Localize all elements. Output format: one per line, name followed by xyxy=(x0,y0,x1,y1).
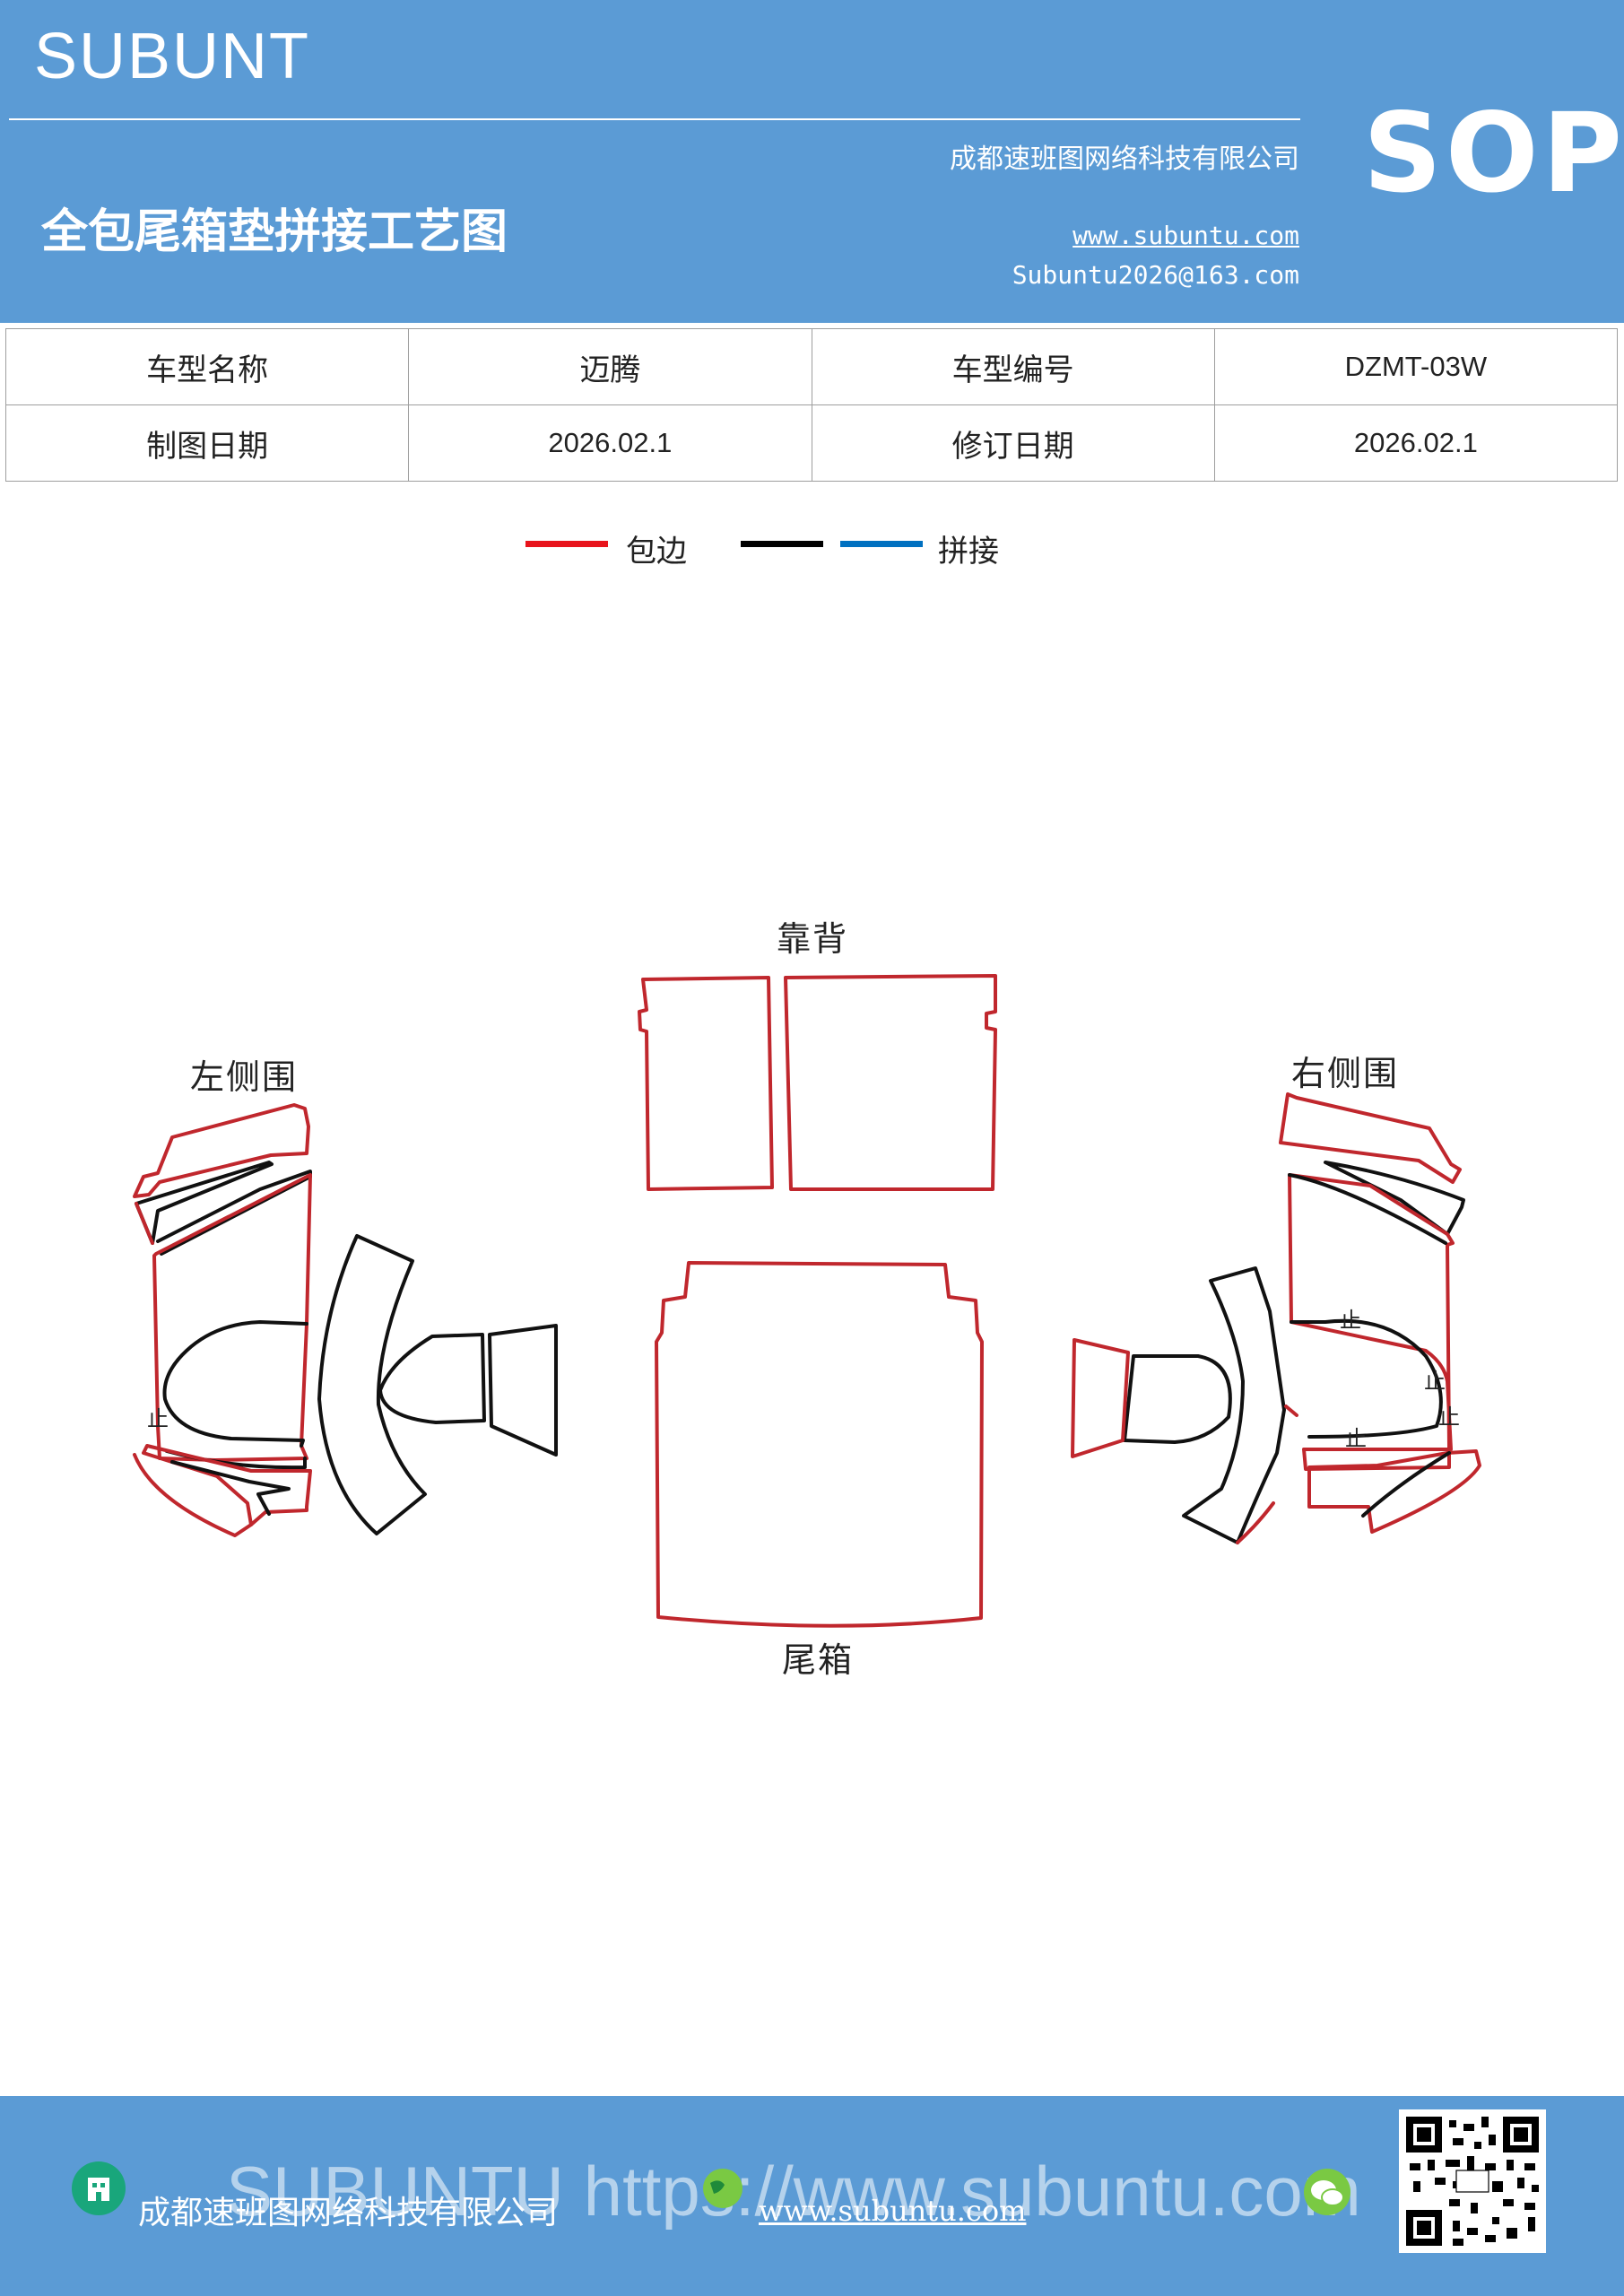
left-arch-piece xyxy=(317,1234,427,1535)
vehicle-info-table: 车型名称 迈腾 车型编号 DZMT-03W 制图日期 2026.02.1 修订日… xyxy=(4,328,1619,482)
backrest-right-piece xyxy=(784,974,997,1191)
label-draw-date: 制图日期 xyxy=(4,404,410,482)
value-model-name: 迈腾 xyxy=(408,328,812,405)
right-side-strip-piece xyxy=(1324,1161,1465,1236)
left-side-bottom-tail xyxy=(133,1453,253,1537)
left-side-bottom-piece xyxy=(142,1444,312,1526)
label-left-side: 左侧围 xyxy=(190,1057,299,1097)
table-row: 车型名称 迈腾 车型编号 DZMT-03W xyxy=(4,328,1619,405)
stop-mark-right-4: 止 xyxy=(1345,1426,1368,1451)
stop-mark-left: 止 xyxy=(147,1406,170,1431)
left-side-main-seam xyxy=(156,1170,312,1256)
label-revise-date: 修订日期 xyxy=(811,404,1215,482)
page-title: 全包尾箱垫拼接工艺图 xyxy=(41,204,508,259)
right-side-bottom-piece xyxy=(1307,1449,1481,1534)
left-side-inner-seam xyxy=(162,1320,308,1448)
header-banner: SUBUNT SOP 成都速班图网络科技有限公司 全包尾箱垫拼接工艺图 www.… xyxy=(0,0,1624,323)
value-model-code: DZMT-03W xyxy=(1213,328,1619,405)
left-arch-small-plate xyxy=(488,1324,558,1457)
right-side-top-piece xyxy=(1279,1092,1462,1184)
legend-label-edge: 包边 xyxy=(626,534,687,570)
table-row: 制图日期 2026.02.1 修订日期 2026.02.1 xyxy=(4,404,1619,482)
backrest-left-piece xyxy=(638,976,774,1191)
stop-mark-right-3: 止 xyxy=(1438,1405,1462,1430)
brand-logo-text: SUBUNT xyxy=(34,21,311,92)
value-revise-date: 2026.02.1 xyxy=(1213,404,1619,482)
left-side-strip-edge xyxy=(135,1202,154,1245)
footer-website-link[interactable]: www.subuntu.com xyxy=(759,2194,1027,2228)
footer-company-name: 成都速班图网络科技有限公司 xyxy=(138,2195,559,2231)
right-arch-edge xyxy=(1236,1405,1298,1544)
value-draw-date: 2026.02.1 xyxy=(408,404,812,482)
left-side-bottom-inner xyxy=(170,1460,291,1516)
footer-watermark: SUBUNTU https://www.subuntu.com xyxy=(226,2152,1361,2231)
stop-mark-right-2: 止 xyxy=(1424,1369,1447,1394)
right-side-bottom-inner xyxy=(1361,1451,1451,1518)
footer-banner xyxy=(0,2096,1624,2296)
label-backrest: 靠背 xyxy=(777,919,849,959)
sop-label: SOP xyxy=(1363,90,1624,217)
legend-swatch-seam-blue xyxy=(840,541,923,547)
label-right-side: 右侧围 xyxy=(1291,1054,1400,1093)
header-email: Subuntu2026@163.com xyxy=(1012,260,1299,290)
trunk-floor-piece xyxy=(655,1261,984,1628)
wechat-icon[interactable] xyxy=(1300,2165,1354,2219)
stop-mark-right-1: 止 xyxy=(1340,1308,1363,1333)
header-divider xyxy=(9,118,1300,120)
legend-swatch-seam-black xyxy=(741,541,823,547)
label-model-code: 车型编号 xyxy=(811,328,1215,405)
label-trunk: 尾箱 xyxy=(782,1640,855,1680)
header-company-name: 成都速班图网络科技有限公司 xyxy=(950,144,1299,175)
legend-label-seam: 拼接 xyxy=(938,534,999,570)
right-side-main-piece xyxy=(1288,1173,1455,1471)
globe-icon xyxy=(696,2161,750,2215)
company-building-icon xyxy=(72,2161,126,2215)
right-arch-small-plate xyxy=(1071,1338,1130,1458)
legend-swatch-edge xyxy=(525,541,608,547)
left-side-top-piece xyxy=(133,1103,310,1198)
label-model-name: 车型名称 xyxy=(4,328,410,405)
left-arch-small-piece xyxy=(378,1333,486,1424)
right-arch-small-piece xyxy=(1123,1354,1232,1444)
right-arch-piece xyxy=(1182,1266,1286,1544)
qr-code xyxy=(1399,2109,1546,2253)
header-website-link[interactable]: www.subuntu.com xyxy=(1073,221,1299,250)
left-side-main-piece xyxy=(152,1173,312,1462)
legend: 包边 拼接 xyxy=(0,525,1624,578)
right-side-main-seam xyxy=(1288,1173,1447,1439)
